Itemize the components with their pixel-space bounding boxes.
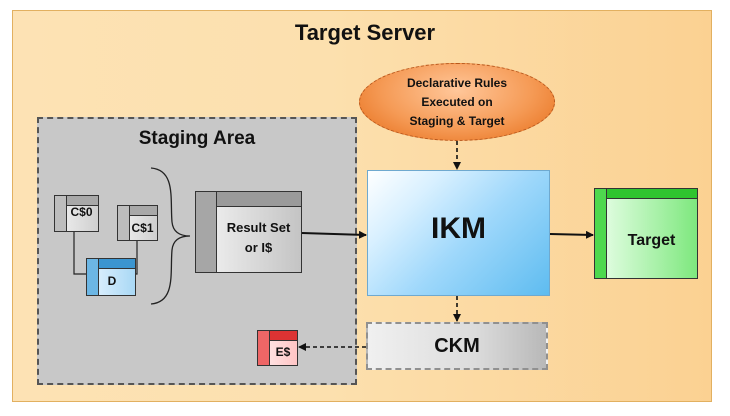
c1-table-label: C$1 — [131, 221, 154, 235]
ikm-box — [367, 170, 550, 296]
result-set-label-line2: or I$ — [244, 240, 273, 255]
staging-area-title: Staging Area — [138, 128, 256, 149]
declarative-rules-text: Declarative Rules Executed on Staging & … — [359, 74, 555, 131]
c1-to-d-connector — [136, 241, 138, 275]
grouping-brace — [150, 167, 191, 305]
error-table-icon — [257, 330, 298, 366]
declarative-rules-oval — [359, 63, 555, 141]
ikm-to-target-arrow — [549, 230, 594, 239]
declarative-rules-line2: Executed on — [421, 95, 493, 109]
c0-to-d-connector — [73, 232, 86, 275]
d-table-icon — [86, 258, 136, 296]
declarative-rules-line3: Staging & Target — [409, 114, 505, 128]
d-table-label: D — [107, 274, 117, 288]
ckm-label: CKM — [434, 335, 480, 357]
c0-table-label: C$0 — [70, 205, 93, 219]
declarative-rules-line1: Declarative Rules — [406, 76, 508, 90]
target-table-label: Target — [627, 232, 676, 249]
result-set-label-line1: Result Set — [226, 220, 291, 235]
target-server-title: Target Server — [294, 20, 436, 45]
result-set-table-icon — [195, 191, 302, 273]
target-table-icon — [594, 188, 698, 279]
c0-table-icon — [54, 195, 99, 232]
ckm-box — [366, 322, 548, 370]
ikm-label: IKM — [431, 212, 486, 245]
error-table-label: E$ — [275, 345, 291, 359]
c1-table-icon — [117, 205, 158, 241]
result-to-ikm-arrow — [301, 230, 367, 239]
